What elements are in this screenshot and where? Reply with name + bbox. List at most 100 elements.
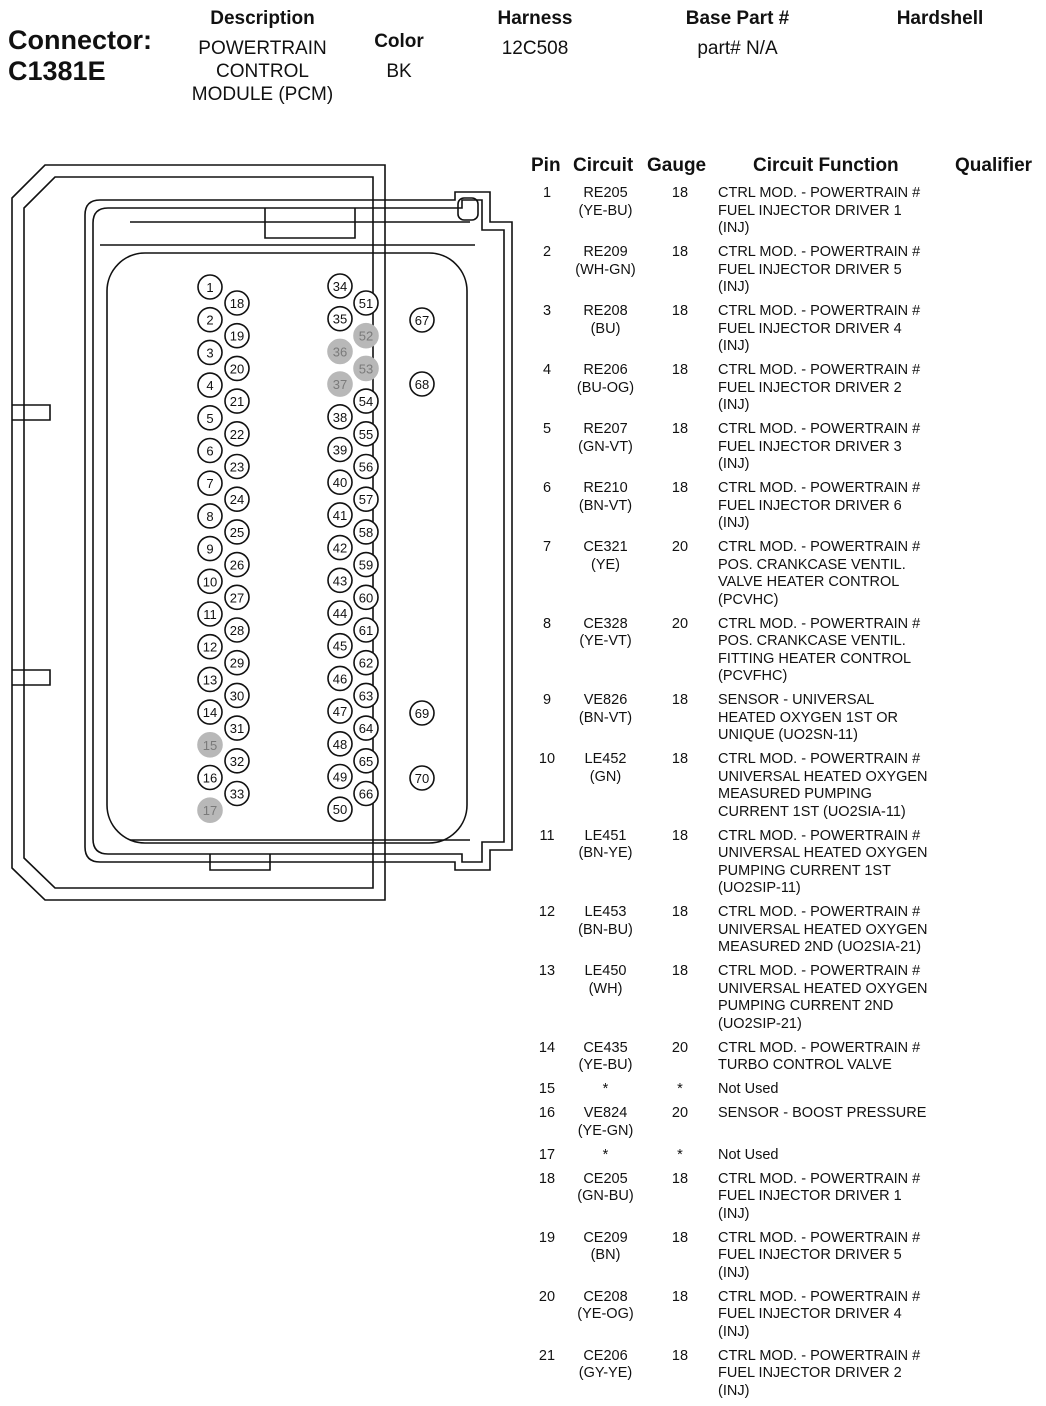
pin-number: 14 bbox=[538, 1039, 556, 1056]
pin-label: 36 bbox=[333, 344, 347, 359]
circuit-cell: CE205(GN-BU) bbox=[563, 1171, 648, 1206]
pin-label: 28 bbox=[230, 623, 244, 638]
pin-cavity bbox=[224, 649, 250, 676]
pin-field-cavity bbox=[106, 252, 468, 844]
header-pin: Pin bbox=[531, 155, 561, 176]
pin-label: 43 bbox=[333, 573, 347, 588]
pin-cavity bbox=[327, 403, 353, 430]
pin-cavity bbox=[197, 404, 223, 431]
pin-label: 18 bbox=[230, 296, 244, 311]
pin-number: 21 bbox=[538, 1347, 556, 1364]
pin-cavity bbox=[327, 698, 353, 724]
pin-number: 8 bbox=[542, 615, 552, 632]
circuit-text: (BN-VT) bbox=[578, 709, 633, 726]
pin-number: 18 bbox=[538, 1170, 556, 1187]
pin-label: 30 bbox=[230, 688, 244, 703]
pin-label: 47 bbox=[333, 704, 347, 719]
circuit-text: RE205 bbox=[583, 185, 628, 201]
function-text: (INJ) bbox=[718, 515, 750, 531]
description-line: POWERTRAIN bbox=[198, 38, 327, 59]
circuit-text: RE209 bbox=[583, 244, 628, 260]
function-cell: CTRL MOD. - POWERTRAIN #FUEL INJECTOR DR… bbox=[718, 421, 958, 474]
gauge-cell: 18 bbox=[671, 692, 689, 708]
function-text: CTRL MOD. - POWERTRAIN # bbox=[718, 1039, 921, 1056]
housing-notch bbox=[12, 669, 51, 686]
pin-number: 13 bbox=[538, 963, 556, 979]
function-text: (PCVFHC) bbox=[718, 668, 788, 684]
circuit-cell: RE207(GN-VT) bbox=[563, 421, 648, 456]
header-function: Circuit Function bbox=[753, 155, 899, 176]
pin-label: 22 bbox=[230, 427, 244, 442]
function-cell: CTRL MOD. - POWERTRAIN #TURBO CONTROL VA… bbox=[718, 1040, 958, 1075]
circuit-cell: * bbox=[563, 1081, 648, 1099]
pin-label: 39 bbox=[333, 443, 347, 458]
circuit-cell: CE208(YE-OG) bbox=[563, 1289, 648, 1324]
circuit-text: (YE-OG) bbox=[577, 1306, 634, 1322]
function-text: CTRL MOD. - POWERTRAIN # bbox=[718, 615, 921, 632]
pin-number: 4 bbox=[542, 362, 552, 378]
gauge-cell: 18 bbox=[671, 1229, 689, 1246]
function-text: CTRL MOD. - POWERTRAIN # bbox=[718, 244, 921, 260]
circuit-cell: RE205(YE-BU) bbox=[563, 185, 648, 220]
function-text: FUEL INJECTOR DRIVER 6 bbox=[718, 497, 902, 514]
pin-label: 31 bbox=[230, 721, 244, 736]
pin-label: 67 bbox=[415, 313, 429, 328]
circuit-cell: RE210(BN-VT) bbox=[563, 480, 648, 515]
pin-cavity bbox=[353, 453, 379, 480]
pin-label: 27 bbox=[230, 590, 244, 605]
pin-label: 42 bbox=[333, 541, 347, 556]
pin-label: 34 bbox=[333, 279, 347, 294]
circuit-text: (WH-GN) bbox=[575, 261, 636, 278]
color-value: BK bbox=[386, 61, 412, 82]
bottom-latch bbox=[209, 854, 271, 871]
function-text: (PCVHC) bbox=[718, 591, 779, 608]
pin-cavity bbox=[224, 290, 250, 316]
function-text: FUEL INJECTOR DRIVER 1 bbox=[718, 202, 902, 219]
connector-title: Connector: C1381E bbox=[8, 25, 152, 87]
function-text: UNIVERSAL HEATED OXYGEN bbox=[718, 921, 928, 938]
gauge-cell: 18 bbox=[671, 751, 689, 767]
pin-label: 41 bbox=[333, 508, 347, 523]
function-text: UNIQUE (UO2SN-11) bbox=[718, 727, 858, 743]
harness-value: 12C508 bbox=[501, 38, 569, 59]
function-text: CTRL MOD. - POWERTRAIN # bbox=[718, 1288, 921, 1305]
pin-label: 17 bbox=[203, 803, 217, 818]
function-text: POS. CRANKCASE VENTIL. bbox=[718, 633, 906, 649]
pin-label: 55 bbox=[359, 427, 373, 442]
circuit-text: (GY-YE) bbox=[578, 1365, 633, 1381]
pin-label: 37 bbox=[333, 377, 347, 392]
pin-number: 15 bbox=[538, 1081, 556, 1097]
function-text: CTRL MOD. - POWERTRAIN # bbox=[718, 1170, 921, 1187]
function-cell: CTRL MOD. - POWERTRAIN #FUEL INJECTOR DR… bbox=[718, 1348, 958, 1401]
gauge-cell: 18 bbox=[671, 1288, 689, 1305]
pin-cavity bbox=[197, 535, 223, 562]
pin-cavity bbox=[353, 682, 379, 709]
connector-body-inner bbox=[92, 199, 505, 863]
circuit-cell: * bbox=[563, 1147, 648, 1165]
function-text: PUMPING CURRENT 1ST bbox=[718, 862, 891, 879]
circuit-text: (BN-BU) bbox=[578, 921, 633, 938]
function-text: CTRL MOD. - POWERTRAIN # bbox=[718, 303, 921, 319]
function-text: UNIVERSAL HEATED OXYGEN bbox=[718, 768, 928, 785]
hardshell-label: Hardshell bbox=[896, 8, 984, 29]
pin-cavity bbox=[409, 765, 435, 791]
pin-cavity bbox=[224, 584, 250, 611]
pin-number: 6 bbox=[542, 480, 552, 496]
function-cell: CTRL MOD. - POWERTRAIN #UNIVERSAL HEATED… bbox=[718, 963, 958, 1033]
pin-cavity bbox=[224, 747, 250, 774]
circuit-text: CE328 bbox=[583, 615, 628, 632]
pin-cavity bbox=[327, 273, 353, 299]
gauge-cell: 18 bbox=[671, 244, 689, 260]
function-text: Not Used bbox=[718, 1081, 779, 1097]
pin-cavity bbox=[327, 534, 353, 561]
circuit-cell: RE208(BU) bbox=[563, 303, 648, 338]
circuit-text: (WH) bbox=[588, 980, 623, 997]
circuit-cell: CE209(BN) bbox=[563, 1230, 648, 1265]
function-text: POS. CRANKCASE VENTIL. bbox=[718, 556, 906, 573]
connector-face-diagram: 1234567891011121314151617181920212223242… bbox=[11, 164, 513, 901]
pin-label: 66 bbox=[359, 787, 373, 802]
pin-cavity bbox=[353, 290, 379, 316]
circuit-text: VE826 bbox=[583, 692, 628, 708]
circuit-text: (YE-GN) bbox=[577, 1122, 634, 1139]
pin-cavity bbox=[224, 322, 250, 349]
